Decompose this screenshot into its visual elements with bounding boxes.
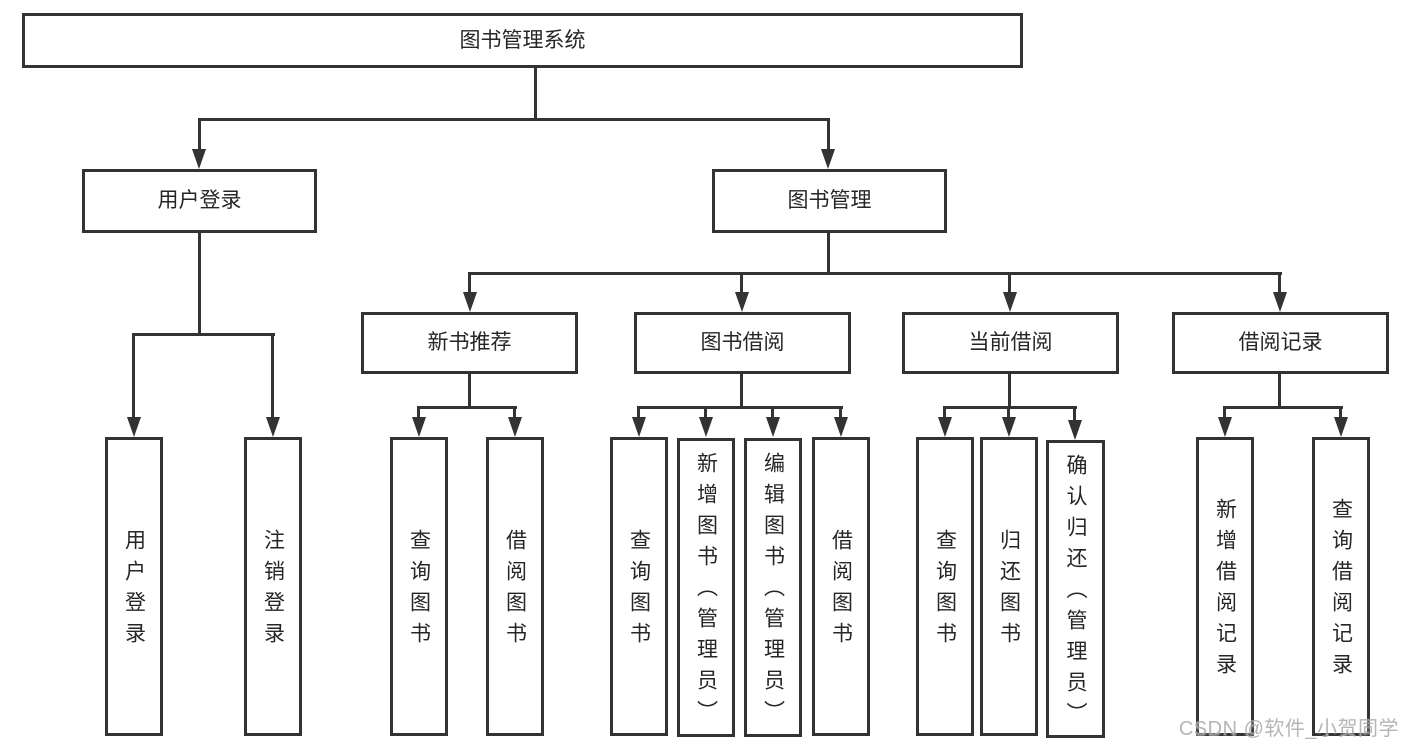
connector-line xyxy=(637,406,843,409)
leaf-edit-book-admin-label: 编辑图书（管理员） xyxy=(761,452,785,731)
node-book-management-label: 图书管理 xyxy=(787,189,872,213)
node-new-book-recommend: 新书推荐 xyxy=(361,312,578,374)
leaf-query-books-borrow: 查询图书 xyxy=(610,437,668,736)
leaf-query-books-recommend-label: 查询图书 xyxy=(407,528,431,653)
node-borrow-records-label: 借阅记录 xyxy=(1238,331,1323,355)
connector-line xyxy=(827,118,830,151)
arrow-down-icon xyxy=(463,292,477,312)
leaf-borrow-books-recommend-label: 借阅图书 xyxy=(503,528,527,653)
connector-line xyxy=(704,406,707,420)
connector-line xyxy=(1007,406,1010,420)
leaf-user-login-label: 用户登录 xyxy=(122,528,146,653)
leaf-query-borrow-record: 查询借阅记录 xyxy=(1312,437,1370,736)
arrow-down-icon xyxy=(1002,417,1016,437)
arrow-down-icon xyxy=(821,149,835,169)
node-library-system: 图书管理系统 xyxy=(22,13,1023,68)
connector-line xyxy=(198,118,830,121)
connector-line xyxy=(271,333,274,419)
node-current-borrow: 当前借阅 xyxy=(902,312,1119,374)
leaf-return-books: 归还图书 xyxy=(980,437,1038,736)
connector-line xyxy=(637,406,640,420)
connector-line xyxy=(1278,272,1281,295)
connector-line xyxy=(198,118,201,151)
connector-line xyxy=(1339,406,1342,420)
arrow-down-icon xyxy=(508,417,522,437)
arrow-down-icon xyxy=(938,417,952,437)
arrow-down-icon xyxy=(266,417,280,437)
leaf-confirm-return-admin: 确认归还（管理员） xyxy=(1046,440,1105,738)
arrow-down-icon xyxy=(1218,417,1232,437)
connector-line xyxy=(468,272,471,295)
leaf-logout-label: 注销登录 xyxy=(261,528,285,653)
arrow-down-icon xyxy=(1273,292,1287,312)
node-borrow-records: 借阅记录 xyxy=(1172,312,1389,374)
node-current-borrow-label: 当前借阅 xyxy=(968,331,1053,355)
arrow-down-icon xyxy=(735,292,749,312)
connector-line xyxy=(1008,272,1011,295)
leaf-query-books-recommend: 查询图书 xyxy=(390,437,448,736)
leaf-add-book-admin: 新增图书（管理员） xyxy=(677,438,735,737)
connector-line xyxy=(417,406,420,420)
node-library-system-label: 图书管理系统 xyxy=(459,28,586,52)
leaf-borrow-books-borrow: 借阅图书 xyxy=(812,437,870,736)
connector-line xyxy=(468,374,471,409)
connector-line xyxy=(417,406,517,409)
connector-line xyxy=(943,406,946,420)
leaf-query-borrow-record-label: 查询借阅记录 xyxy=(1329,497,1353,684)
connector-line xyxy=(827,233,830,274)
connector-line xyxy=(132,333,135,419)
arrow-down-icon xyxy=(192,149,206,169)
leaf-query-books-current: 查询图书 xyxy=(916,437,974,736)
leaf-logout: 注销登录 xyxy=(244,437,302,736)
connector-line xyxy=(839,406,842,420)
arrow-down-icon xyxy=(632,417,646,437)
connector-line xyxy=(771,406,774,420)
leaf-add-borrow-record-label: 新增借阅记录 xyxy=(1213,497,1237,684)
leaf-borrow-books-borrow-label: 借阅图书 xyxy=(829,528,853,653)
connector-line xyxy=(1223,406,1226,420)
connector-line xyxy=(132,333,275,336)
node-new-book-recommend-label: 新书推荐 xyxy=(427,331,512,355)
arrow-down-icon xyxy=(699,417,713,437)
arrow-down-icon xyxy=(127,417,141,437)
connector-line xyxy=(468,272,1282,275)
leaf-user-login: 用户登录 xyxy=(105,437,163,736)
leaf-return-books-label: 归还图书 xyxy=(997,528,1021,653)
arrow-down-icon xyxy=(1003,292,1017,312)
leaf-add-book-admin-label: 新增图书（管理员） xyxy=(694,452,718,731)
connector-line xyxy=(534,68,537,121)
connector-line xyxy=(513,406,516,420)
leaf-confirm-return-admin-label: 确认归还（管理员） xyxy=(1064,453,1087,733)
arrow-down-icon xyxy=(412,417,426,437)
arrow-down-icon xyxy=(766,417,780,437)
connector-line xyxy=(1278,374,1281,409)
leaf-borrow-books-recommend: 借阅图书 xyxy=(486,437,544,736)
arrow-down-icon xyxy=(1068,420,1082,440)
node-book-borrow-label: 图书借阅 xyxy=(700,331,785,355)
csdn-watermark: CSDN @软件_小贺同学 xyxy=(1178,718,1399,740)
connector-line xyxy=(1223,406,1343,409)
connector-line xyxy=(740,374,743,409)
connector-line xyxy=(198,233,201,336)
connector-line xyxy=(740,272,743,295)
leaf-query-books-current-label: 查询图书 xyxy=(933,528,957,653)
connector-line xyxy=(1008,374,1011,409)
node-user-login: 用户登录 xyxy=(82,169,317,233)
leaf-edit-book-admin: 编辑图书（管理员） xyxy=(744,438,802,737)
connector-line xyxy=(1073,406,1076,420)
node-book-borrow: 图书借阅 xyxy=(634,312,851,374)
node-user-login-label: 用户登录 xyxy=(157,189,242,213)
connector-line xyxy=(943,406,1077,409)
leaf-add-borrow-record: 新增借阅记录 xyxy=(1196,437,1254,736)
arrow-down-icon xyxy=(1334,417,1348,437)
leaf-query-books-borrow-label: 查询图书 xyxy=(627,528,651,653)
arrow-down-icon xyxy=(834,417,848,437)
node-book-management: 图书管理 xyxy=(712,169,947,233)
